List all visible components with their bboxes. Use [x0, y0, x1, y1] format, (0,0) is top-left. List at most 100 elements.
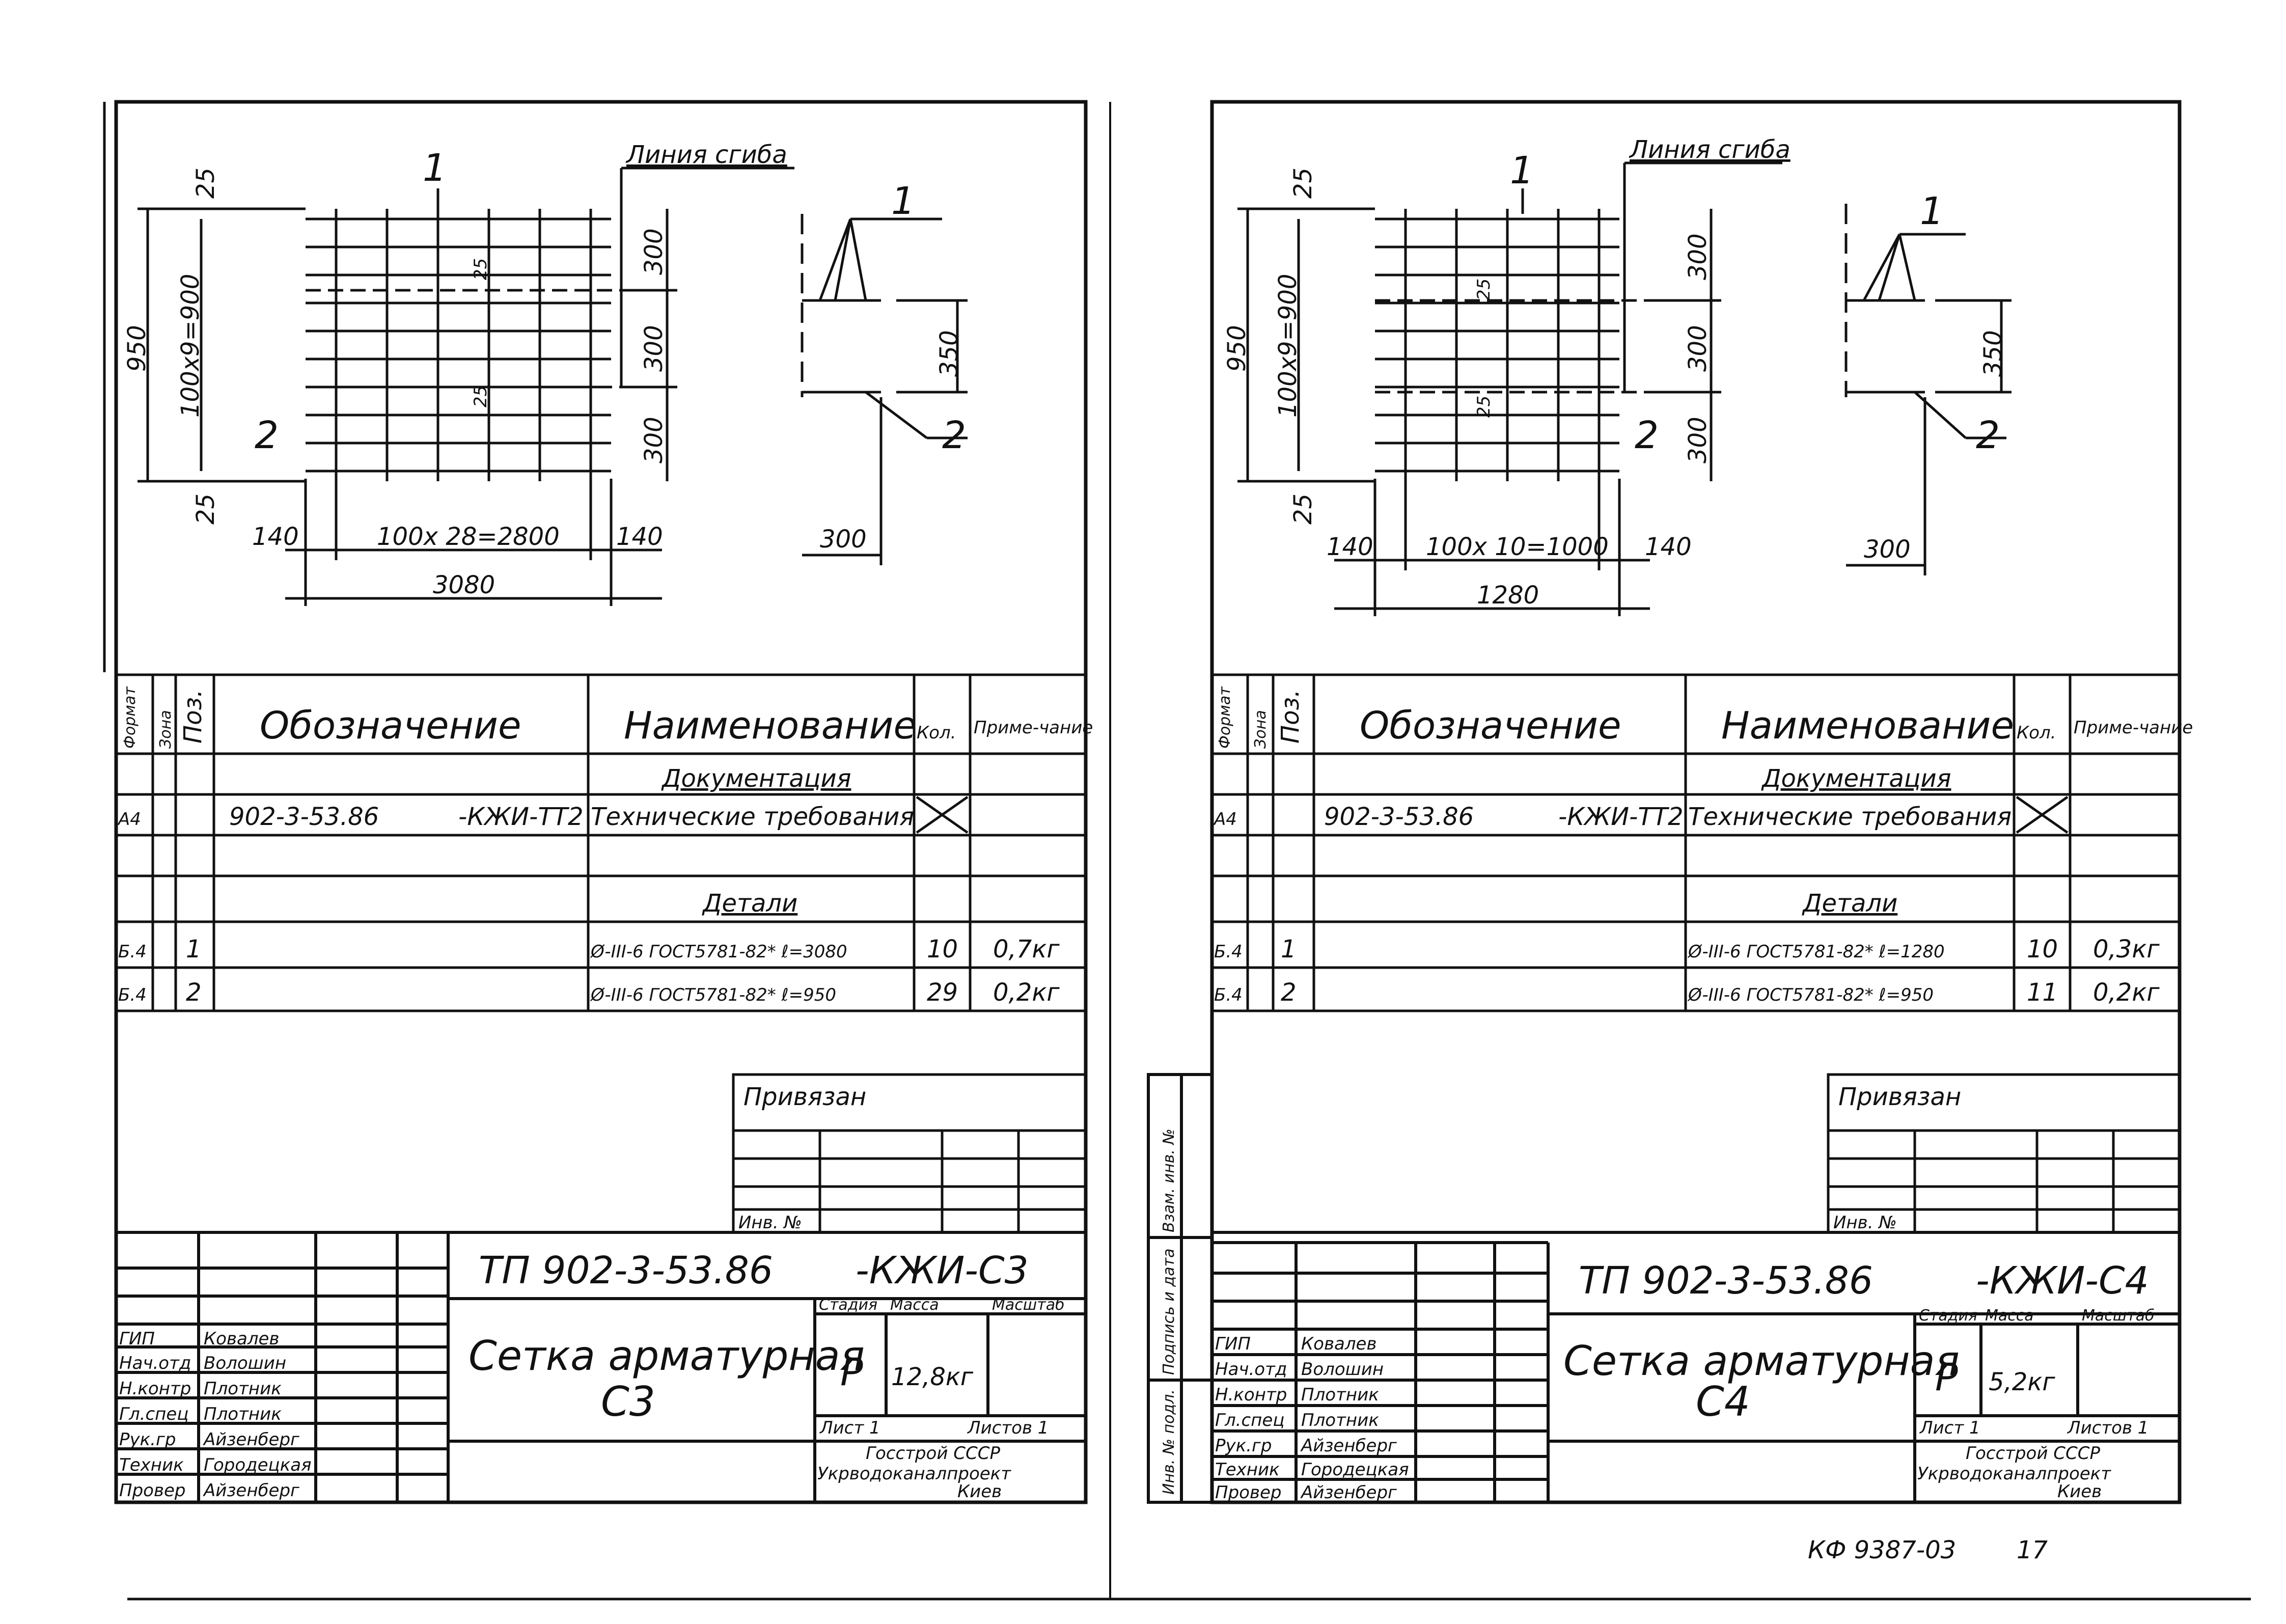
- scale-label: Масштаб: [2082, 1307, 2155, 1325]
- stage-label: Стадия: [1919, 1307, 1977, 1325]
- table-cell: 1: [186, 935, 202, 964]
- column-header: Формат: [1216, 686, 1234, 749]
- dimension-label: 350: [1979, 330, 2007, 377]
- staff-name: Айзенберг: [203, 1480, 300, 1501]
- organization: Киев: [957, 1481, 1002, 1502]
- dimension-label: 950: [1223, 325, 1251, 372]
- document-code-suffix: -КЖИ-С3: [856, 1249, 1029, 1292]
- dimension-label: 350: [935, 330, 963, 377]
- staff-name: Ковалев: [1301, 1334, 1377, 1354]
- table-cell: Ø-III-6 ГОСТ5781-82* ℓ=1280: [1687, 942, 1945, 962]
- page-number: 17: [2017, 1536, 2048, 1564]
- table-cell: 0,7кг: [993, 935, 1060, 964]
- dimension-label: 1280: [1477, 581, 1539, 610]
- table-cell: 2: [186, 978, 202, 1007]
- table-cell: 10: [927, 935, 958, 964]
- dimension-label: 300: [1684, 233, 1712, 280]
- drawing-title: С3: [601, 1378, 655, 1425]
- staff-name: Айзенберг: [1300, 1436, 1397, 1456]
- staff-role: Нач.отд: [119, 1353, 191, 1373]
- organization: Укрводоканалпроект: [1917, 1464, 2111, 1484]
- mass-label: Масса: [890, 1296, 939, 1314]
- table-cell: А4: [117, 809, 141, 830]
- staff-role: Техник: [119, 1455, 184, 1475]
- column-header: Наименование: [1721, 704, 2014, 748]
- staff-name: Плотник: [204, 1379, 282, 1399]
- column-header: Поз.: [1276, 690, 1305, 744]
- staff-role: Н.контр: [1215, 1385, 1287, 1405]
- position-mark: 2: [942, 414, 966, 457]
- table-cell: -КЖИ-ТТ2: [458, 803, 584, 831]
- sheet-left: 1 Линия сгиба 1 2 2 25 25 950 100х9=900 …: [117, 141, 1093, 1502]
- album-code: КФ 9387-03: [1808, 1536, 1956, 1564]
- table-cell: 0,2кг: [993, 978, 1060, 1007]
- table-cell: 0,2кг: [2093, 978, 2160, 1007]
- section-heading: Детали: [1802, 889, 1897, 918]
- dimension-label: 140: [252, 522, 299, 551]
- dimension-label: 300: [820, 525, 867, 554]
- dimension-label: 140: [1327, 533, 1373, 561]
- dimension-label: 300: [1684, 325, 1712, 372]
- drawing-title: Сетка арматурная: [469, 1332, 865, 1380]
- staff-role: Провер: [1215, 1482, 1282, 1503]
- organization: Киев: [2057, 1481, 2102, 1502]
- bend-line-label: Линия сгиба: [1629, 135, 1791, 164]
- dimension-label: 25: [1474, 279, 1494, 300]
- bend-line-label: Линия сгиба: [625, 141, 787, 169]
- staff-role: ГИП: [1215, 1334, 1251, 1354]
- table-cell: 29: [927, 978, 958, 1007]
- dimension-label: 300: [640, 228, 668, 275]
- staff-role: Н.контр: [119, 1379, 191, 1399]
- scale-label: Масштаб: [992, 1296, 1065, 1314]
- table-cell: 0,3кг: [2093, 935, 2160, 964]
- table-cell: Ø-III-6 ГОСТ5781-82* ℓ=3080: [590, 942, 847, 962]
- table-cell: Б.4: [1214, 985, 1243, 1005]
- table-cell: Технические требования: [591, 803, 914, 831]
- binding-title: Привязан: [743, 1083, 866, 1111]
- dimension-label: 300: [1684, 417, 1712, 463]
- sheets-total: Листов 1: [2067, 1418, 2149, 1438]
- dimension-label: 100х 10=1000: [1426, 533, 1609, 561]
- stage-label: Стадия: [819, 1296, 877, 1314]
- position-mark: 1: [1920, 189, 1944, 233]
- side-stamp-label: Взам. инв. №: [1160, 1128, 1178, 1232]
- staff-name: Городецкая: [1301, 1460, 1409, 1480]
- table-cell: Б.4: [118, 942, 147, 962]
- side-stamp-label: Инв. № подл.: [1160, 1389, 1178, 1495]
- side-stamp-label: Подпись и дата: [1160, 1249, 1178, 1375]
- staff-role: Рук.гр: [1215, 1436, 1272, 1456]
- dimension-label: 100х9=900: [1274, 274, 1302, 418]
- dimension-label: 300: [640, 325, 668, 372]
- column-header: Кол.: [2017, 723, 2056, 743]
- sheet-number: Лист 1: [819, 1418, 880, 1438]
- stage-value: Р: [840, 1351, 863, 1394]
- position-mark: 1: [423, 146, 447, 190]
- sheet-number: Лист 1: [1919, 1418, 1980, 1438]
- mass-value: 12,8кг: [891, 1363, 974, 1391]
- table-cell: 11: [2027, 978, 2058, 1007]
- mass-value: 5,2кг: [1989, 1368, 2055, 1396]
- dimension-label: 25: [471, 386, 491, 407]
- dimension-label: 100х9=900: [176, 274, 205, 418]
- column-header: Поз.: [179, 690, 207, 744]
- table-cell: 1: [1281, 935, 1297, 964]
- dimension-label: 25: [191, 493, 220, 525]
- dimension-label: 300: [640, 417, 668, 463]
- column-header: Обозначение: [260, 704, 521, 748]
- position-mark: 1: [1510, 149, 1534, 192]
- table-cell: А4: [1213, 809, 1237, 830]
- sheet-right: 1 Линия сгиба 1 2 2 25 25 950 100х9=900 …: [1213, 135, 2193, 1503]
- position-mark: 2: [1635, 414, 1659, 457]
- staff-role: Гл.спец: [1215, 1410, 1284, 1430]
- column-header: Обозначение: [1360, 704, 1621, 748]
- table-cell: Б.4: [118, 985, 147, 1005]
- table-cell: 10: [2027, 935, 2058, 964]
- stage-value: Р: [1935, 1356, 1958, 1399]
- column-header: Формат: [121, 686, 139, 749]
- staff-name: Плотник: [204, 1404, 282, 1424]
- organization: Укрводоканалпроект: [817, 1464, 1011, 1484]
- staff-role: Провер: [119, 1480, 186, 1501]
- staff-name: Волошин: [204, 1353, 286, 1373]
